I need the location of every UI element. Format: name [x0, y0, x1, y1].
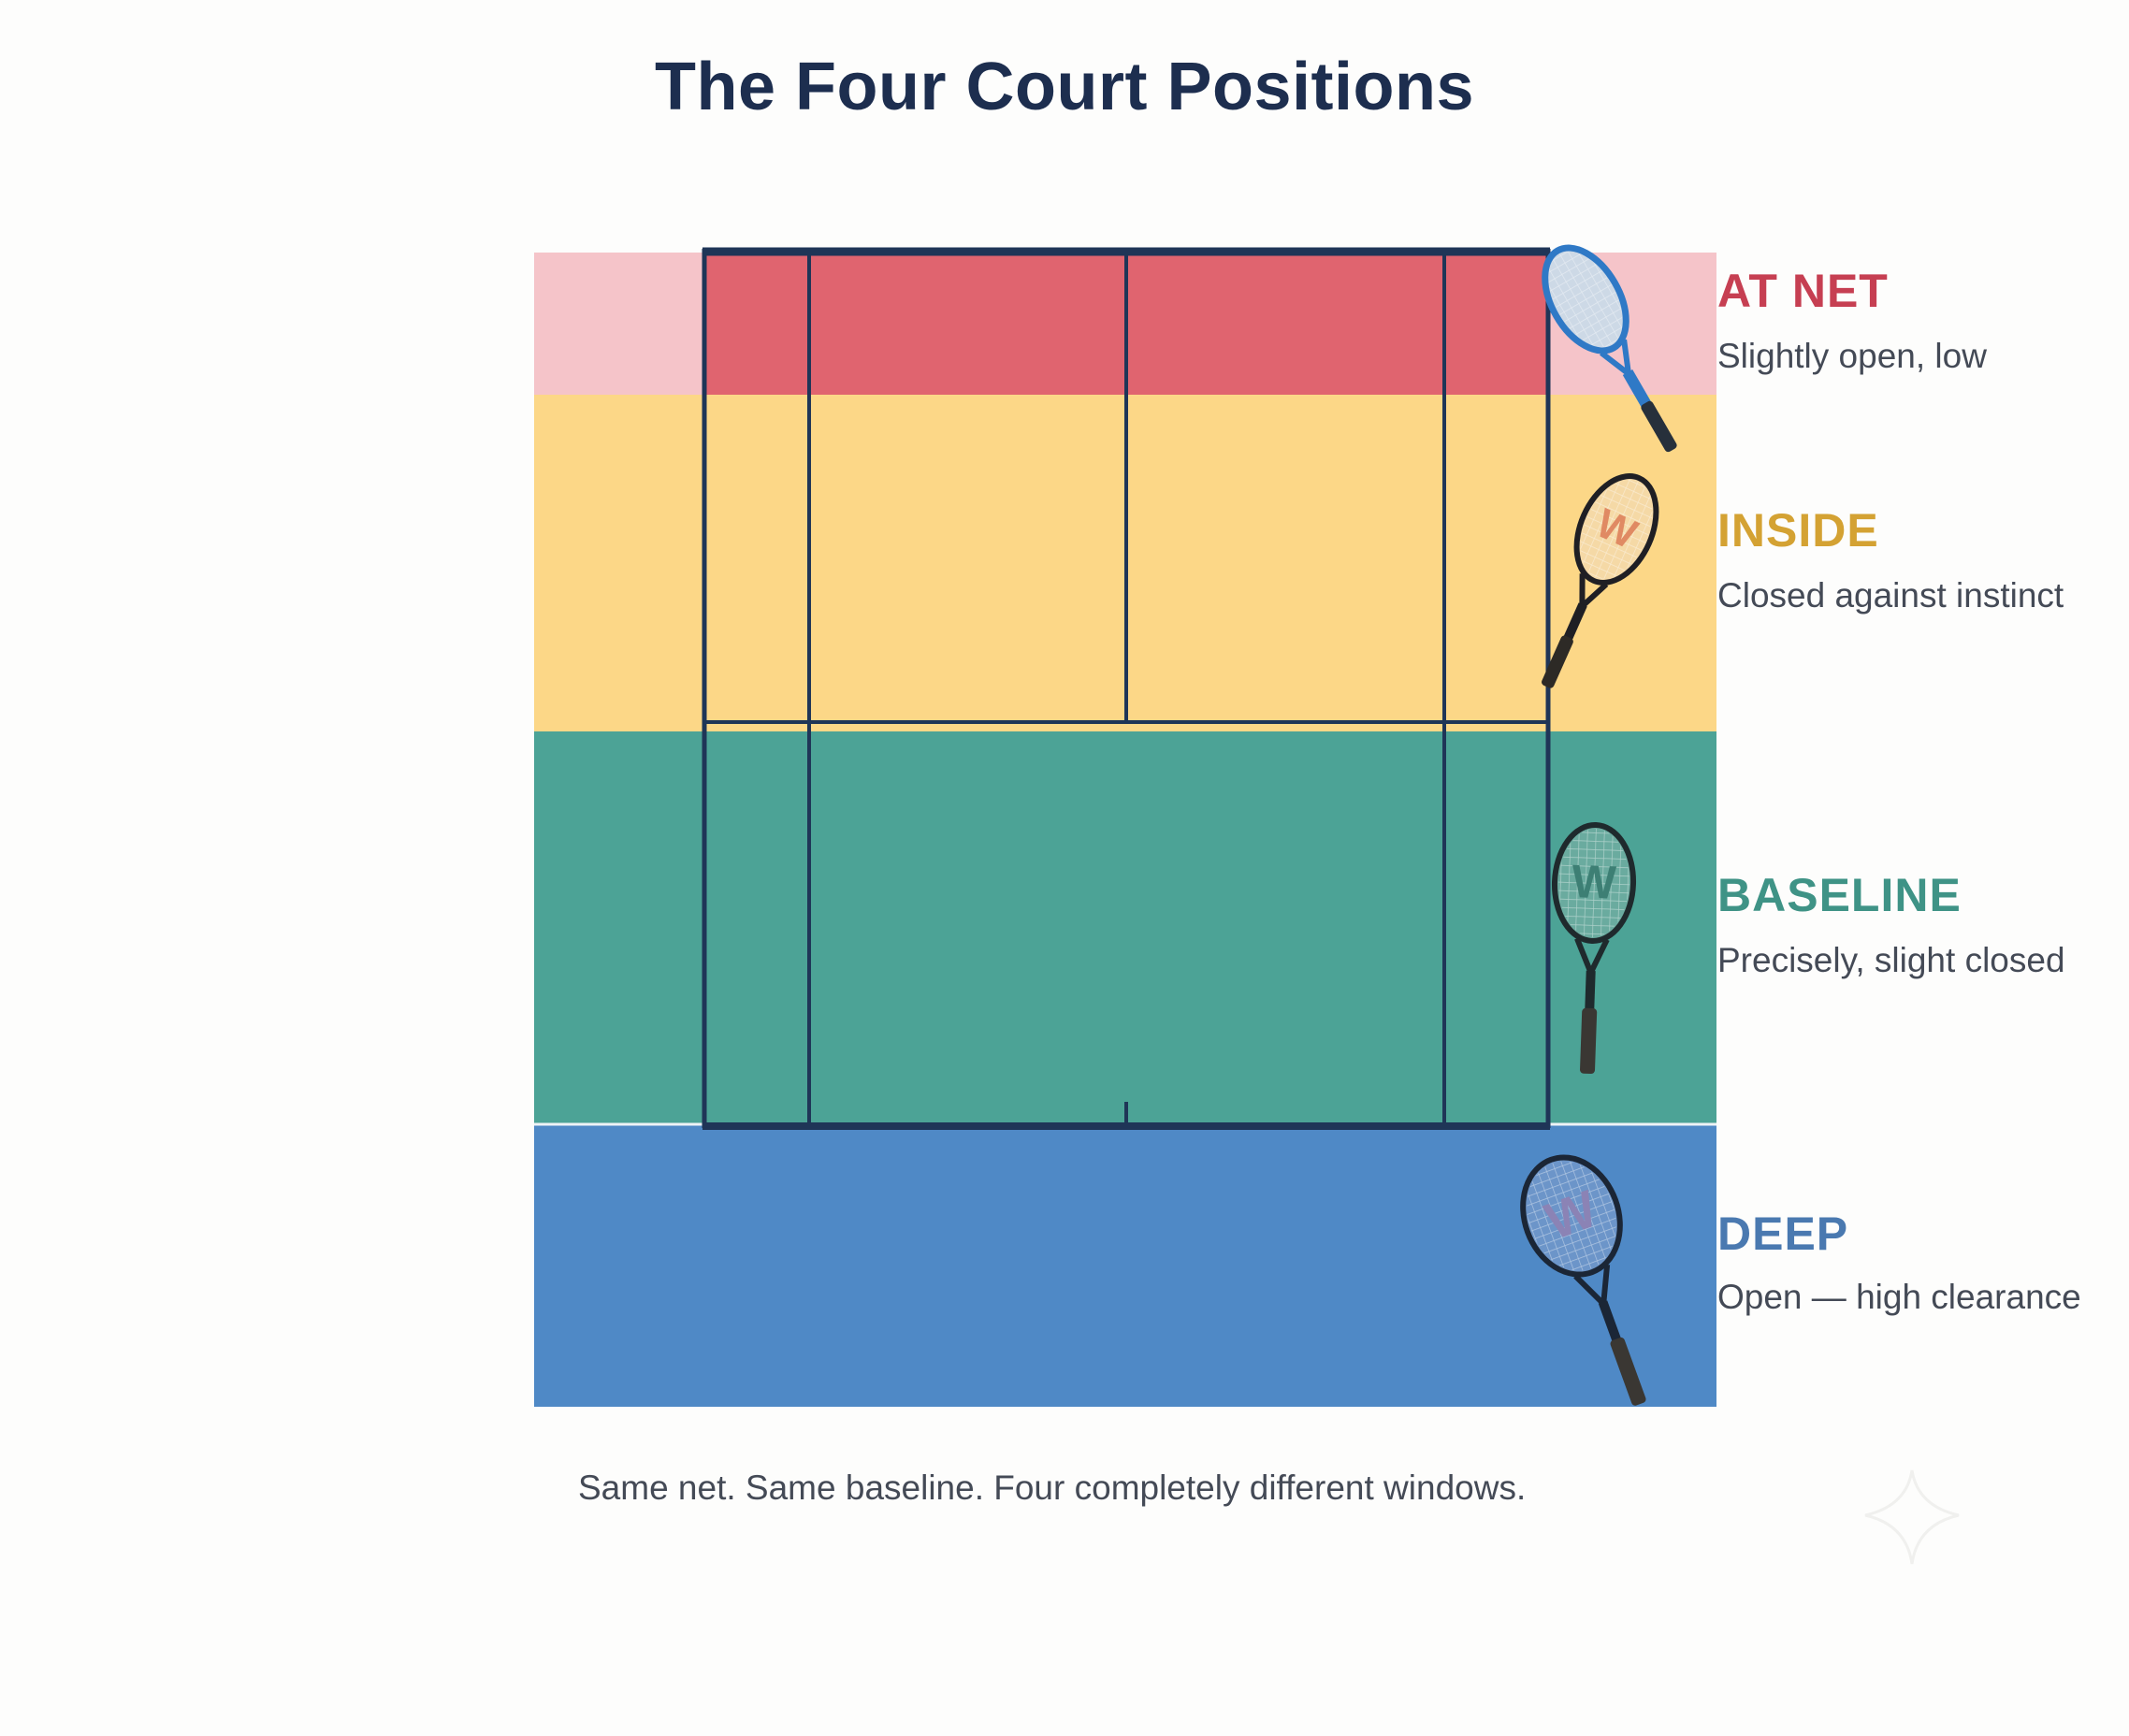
caption: Same net. Same baseline. Four completely…	[578, 1468, 1527, 1507]
page-title: The Four Court Positions	[655, 50, 1474, 124]
zone-band-deep	[534, 1124, 1716, 1407]
teal-racquet-brand: W	[1571, 855, 1617, 909]
position-desc-at-net: Slightly open, low	[1717, 337, 1987, 375]
position-name-at-net: AT NET	[1717, 265, 1889, 317]
position-name-deep: DEEP	[1717, 1208, 1849, 1260]
blue-racquet-icon	[1542, 244, 1677, 453]
sparkle-icon	[1864, 1469, 1960, 1565]
position-desc-deep: Open — high clearance	[1717, 1278, 2081, 1316]
zone-band-baseline	[534, 731, 1716, 1124]
court-lines	[702, 247, 1551, 1130]
position-name-baseline: BASELINE	[1717, 869, 1962, 921]
teal-racquet-icon: W	[1551, 822, 1637, 1075]
deep-racquet-icon: W	[1520, 1154, 1646, 1406]
position-desc-baseline: Precisely, slight closed	[1717, 941, 2065, 979]
position-name-inside: INSIDE	[1717, 504, 1879, 557]
yellow-racquet-icon: W	[1542, 473, 1659, 688]
position-desc-inside: Closed against instinct	[1717, 576, 2064, 615]
